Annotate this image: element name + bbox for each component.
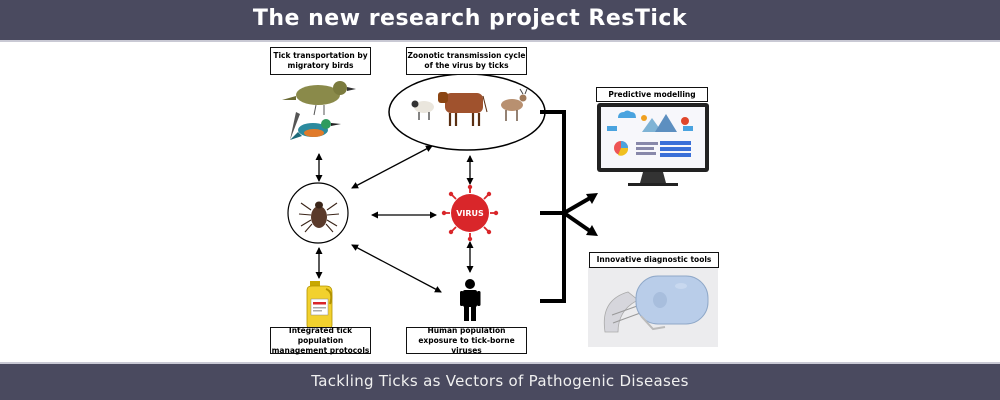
arrow-tick-human bbox=[351, 244, 442, 293]
migratory-birds-icon bbox=[282, 81, 356, 140]
footer-divider bbox=[0, 362, 1000, 364]
label-predictive-modelling: Predictive modelling bbox=[596, 87, 708, 102]
fork-arrowheads bbox=[586, 193, 598, 236]
footer-bar: Tackling Ticks as Vectors of Pathogenic … bbox=[0, 364, 1000, 400]
label-diagnostic-tools: Innovative diagnostic tools bbox=[589, 252, 719, 268]
label-human-exposure: Human population exposure to tick-borne … bbox=[406, 326, 527, 355]
diagram-arrows bbox=[315, 145, 474, 293]
label-migratory-birds: Tick transportation by migratory birds bbox=[270, 47, 371, 75]
header-divider bbox=[0, 40, 1000, 42]
monitor-icon bbox=[597, 103, 709, 186]
fork-arrows bbox=[562, 196, 592, 233]
zoonotic-cycle-ellipse bbox=[388, 73, 546, 151]
virus-icon: VIRUS bbox=[441, 184, 499, 242]
tick-icon bbox=[298, 201, 340, 233]
human-figure-icon bbox=[460, 279, 481, 321]
tick-circle bbox=[287, 182, 349, 244]
diagnostic-device-icon bbox=[588, 267, 718, 347]
virus-label: VIRUS bbox=[456, 209, 484, 218]
sheep-icon bbox=[411, 100, 434, 120]
footer-subtitle: Tackling Ticks as Vectors of Pathogenic … bbox=[311, 372, 689, 390]
page-title: The new research project ResTick bbox=[252, 6, 688, 31]
arrow-tick-zoonotic bbox=[351, 145, 433, 189]
pesticide-bottle-icon bbox=[306, 281, 333, 329]
goat-icon bbox=[501, 88, 528, 121]
label-tick-management: Integrated tick population management pr… bbox=[270, 325, 371, 355]
header-bar: The new research project ResTick bbox=[0, 0, 1000, 40]
label-zoonotic-cycle: Zoonotic transmission cycle of the virus… bbox=[406, 47, 527, 75]
cow-icon bbox=[438, 92, 488, 126]
outcome-bracket bbox=[540, 110, 566, 303]
